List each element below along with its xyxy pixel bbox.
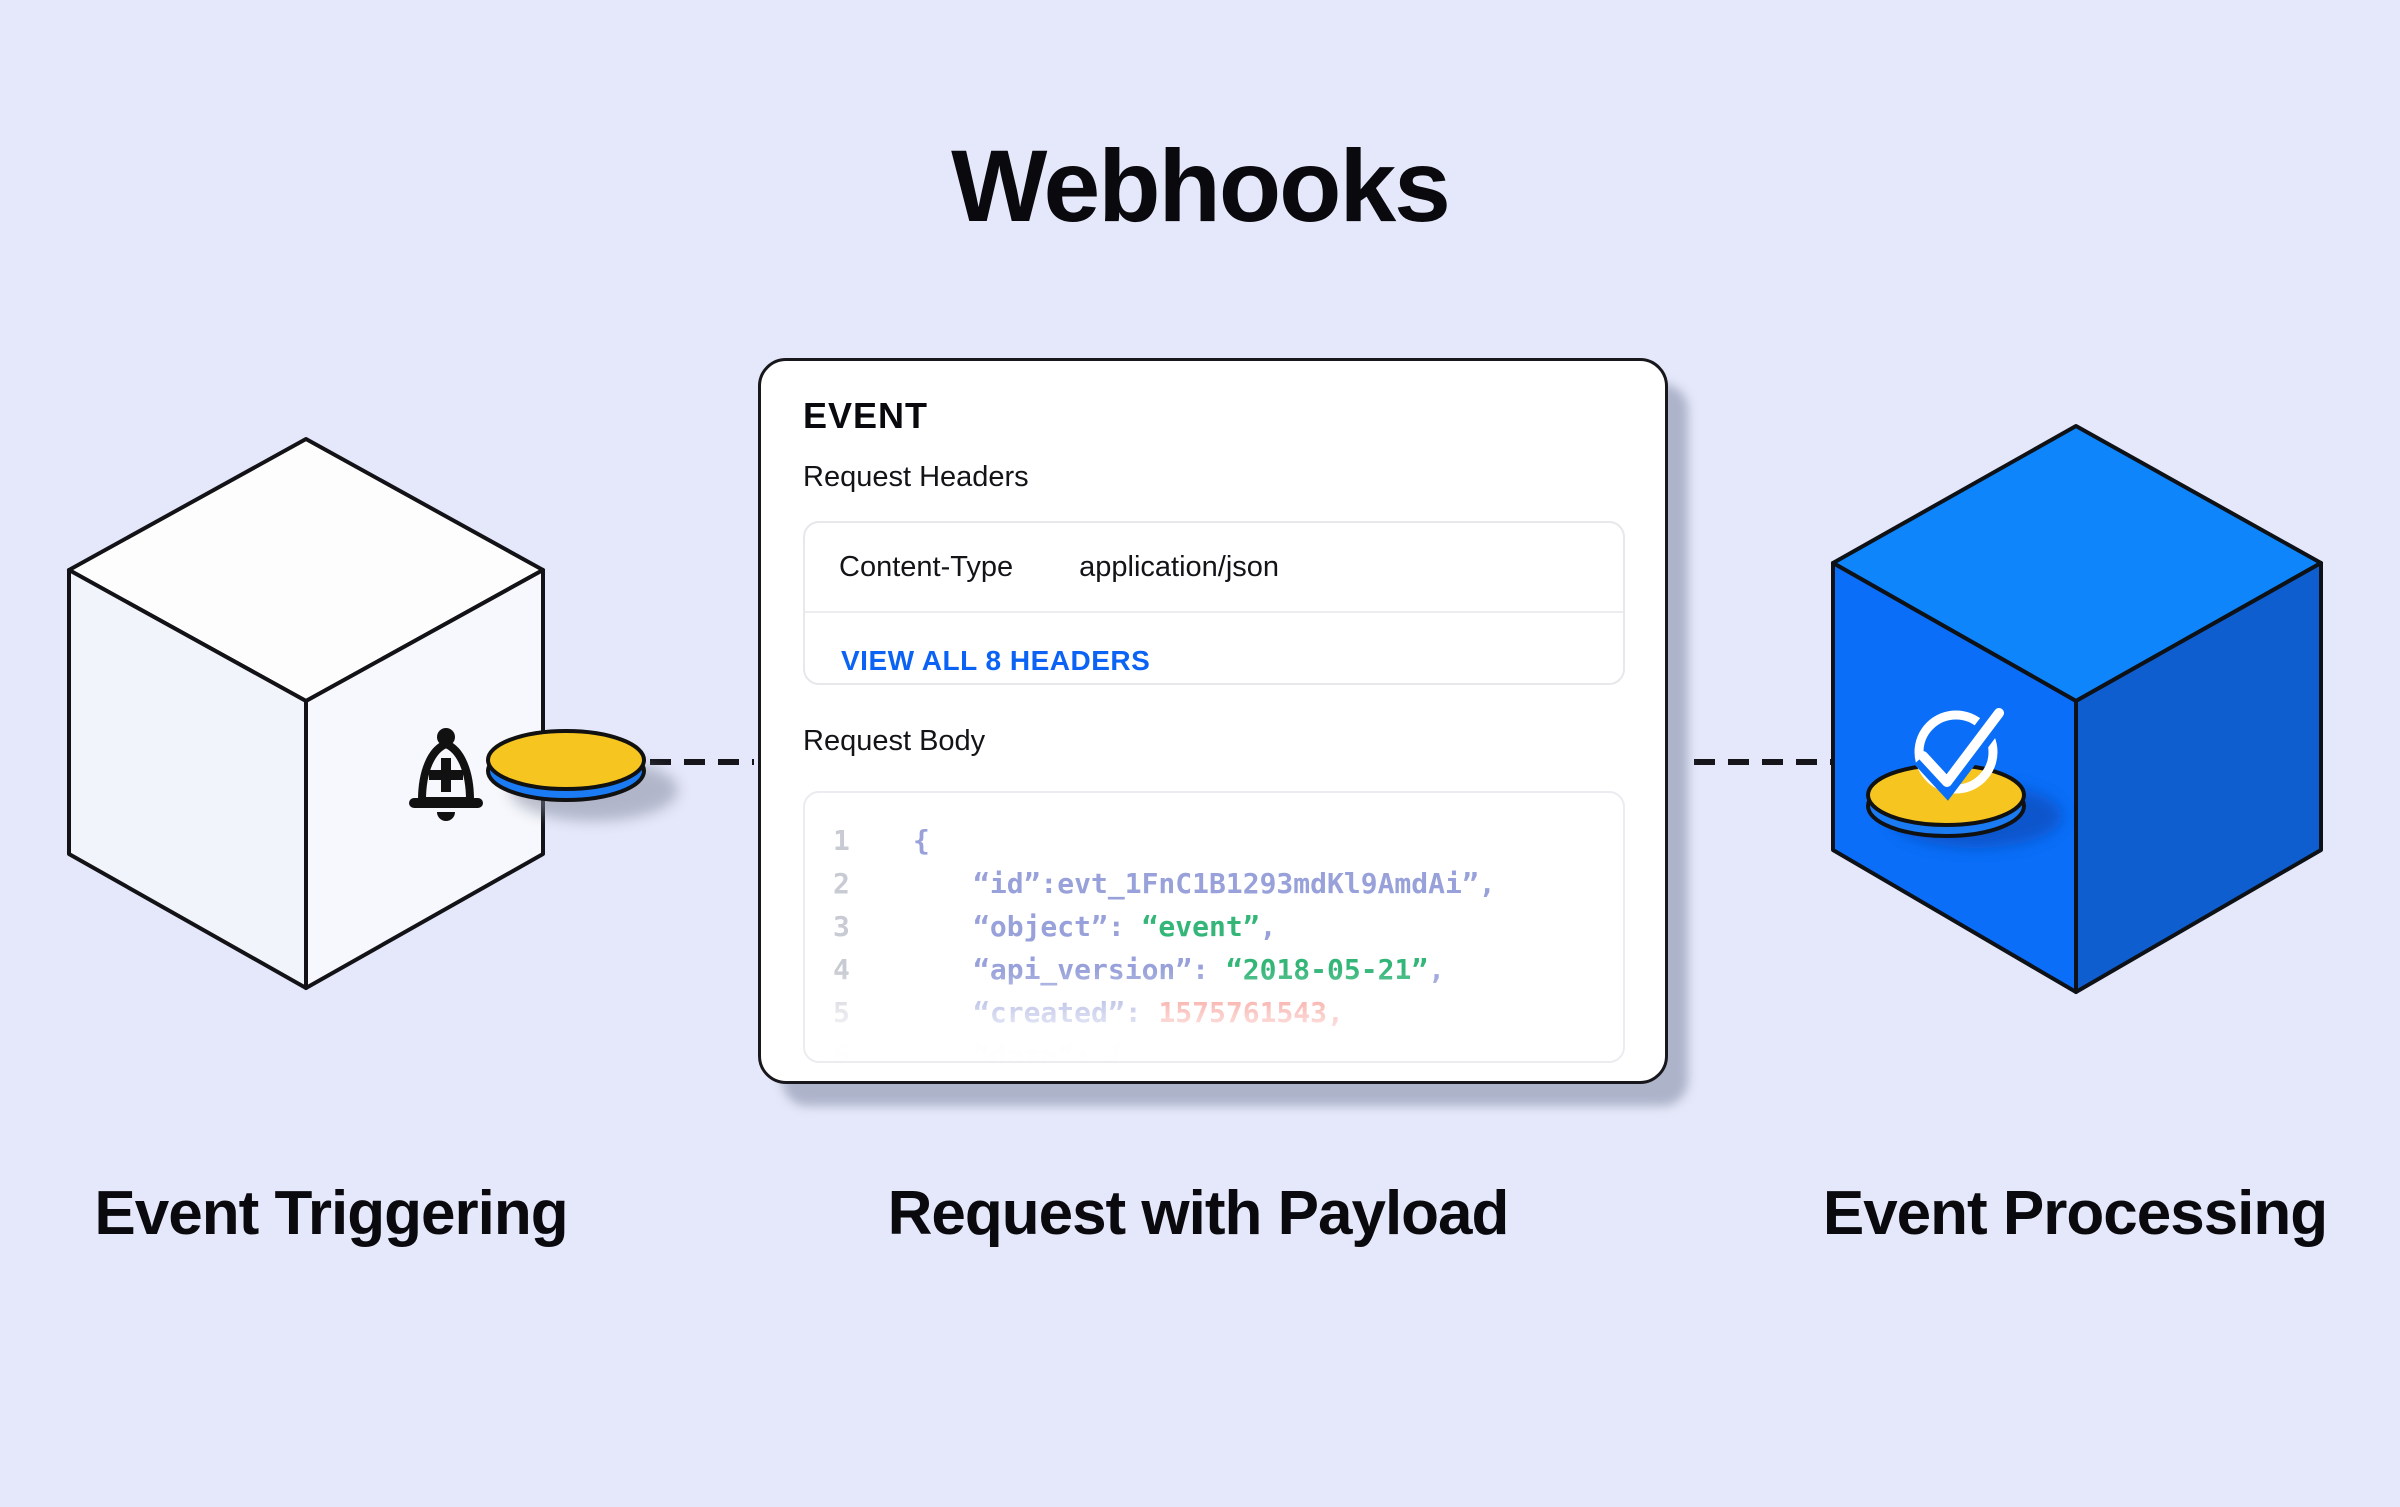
line-number: 2 [833,867,850,900]
header-value: application/json [1079,550,1280,583]
divider [805,611,1623,613]
code-line: 1{ [805,819,1623,862]
request-body-code-box: 1{2“id”:evt_1FnC1B1293mdKl9AmdAi”,3“obje… [803,791,1625,1063]
stage-label-event-processing: Event Processing [1822,1179,2328,1248]
code-line: 5 “created”: 1575761543, [805,991,1623,1034]
code-line: 2 “id”:evt_1FnC1B1293mdKl9AmdAi”, [805,862,1623,905]
code-lines: 1{2“id”:evt_1FnC1B1293mdKl9AmdAi”,3“obje… [805,819,1623,1063]
line-number: 6 [833,1039,850,1063]
request-headers-box: Content-Type application/json VIEW ALL 8… [803,521,1625,685]
disc-top [486,729,646,791]
line-number: 3 [833,910,850,943]
check-circle-icon [1914,705,2009,801]
stage-label-request-with-payload: Request with Payload [887,1179,1510,1248]
page-title: Webhooks [951,129,1451,243]
code-line: 4 “api_version”: “2018-05-21”, [805,948,1623,991]
request-body-label: Request Body [803,725,986,757]
code-line: 3 “object”: “event”, [805,905,1623,948]
header-name: Content-Type [839,550,1014,583]
header-row: Content-Type application/json [805,523,1623,611]
cube-right-face [2074,561,2323,994]
line-number: 1 [833,824,850,857]
code-text: “object”: “event”, [973,910,1277,943]
code-text: “api_version”: “2018-05-21”, [973,953,1446,986]
event-processor-cube [1831,424,2323,994]
line-number: 5 [833,996,850,1029]
event-source-cube [67,437,545,990]
event-disc-left [486,729,678,821]
stage-label-event-triggering: Event Triggering [94,1179,568,1248]
code-text: “data”: { [973,1039,1125,1063]
view-all-headers-link[interactable]: VIEW ALL 8 HEADERS [841,645,1151,676]
code-text: “created”: 1575761543, [973,996,1344,1029]
code-line: 6 “data”: { [805,1034,1623,1063]
line-number: 4 [833,953,850,986]
card-heading: EVENT [803,395,929,436]
code-text: “id”:evt_1FnC1B1293mdKl9AmdAi”, [973,867,1496,900]
event-request-card: EVENT Request Headers Content-Type appli… [758,358,1668,1084]
request-headers-label: Request Headers [803,461,1029,493]
add-alert-bell-icon [409,728,483,821]
code-text: { [913,824,930,857]
